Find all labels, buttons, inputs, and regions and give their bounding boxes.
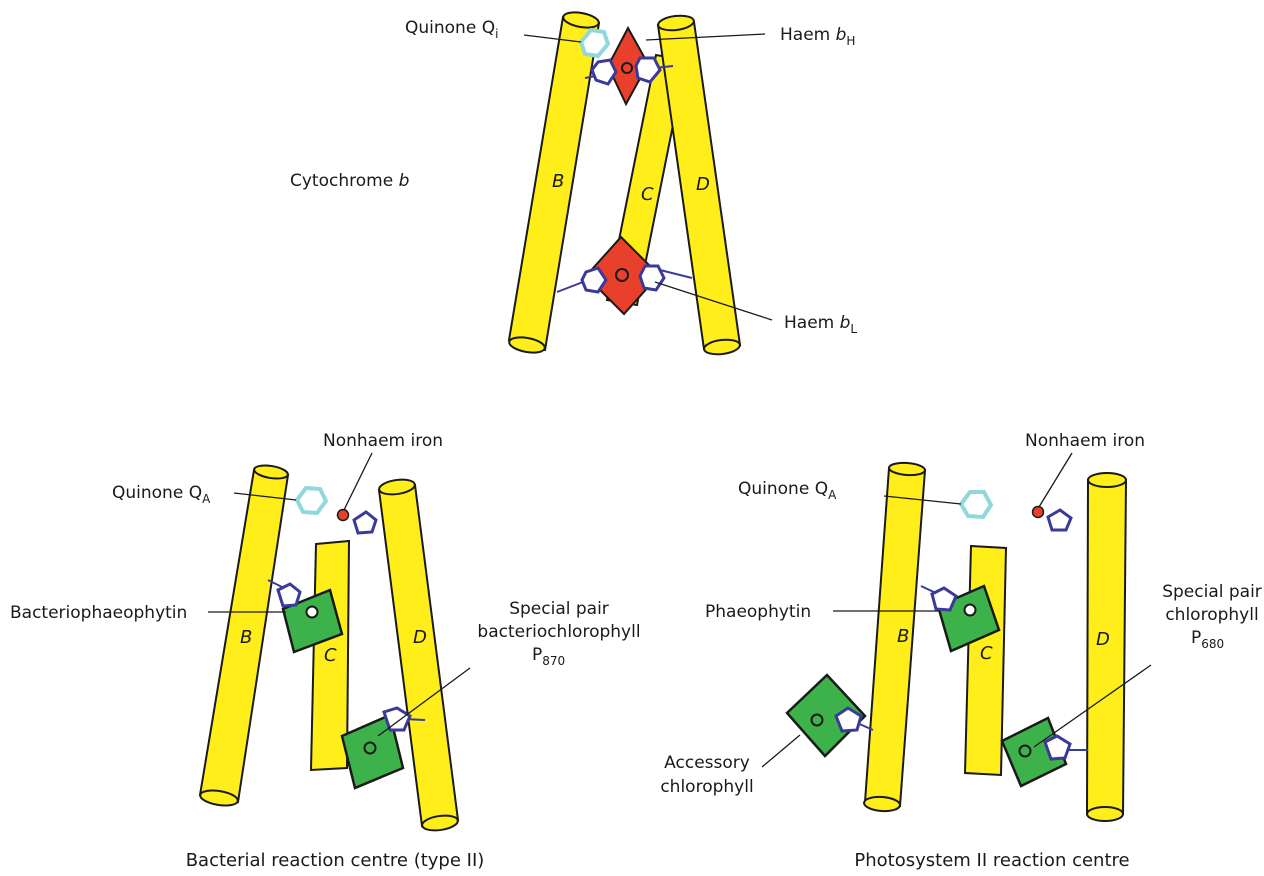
helix-c-label-bacterial: C xyxy=(324,645,337,666)
bacterial-reaction-centre-caption: Bacterial reaction centre (type II) xyxy=(186,850,485,871)
helix-b-label-bacterial: B xyxy=(240,627,252,648)
haem-bh-label: Haem bH xyxy=(780,25,855,48)
haem-bl xyxy=(557,237,692,314)
nonhaem-iron-bacterial xyxy=(338,510,377,534)
accessory-chlorophyll xyxy=(787,675,873,756)
nonhaem-iron-label-psii: Nonhaem iron xyxy=(1025,431,1145,451)
leader-nonhaem-iron-psii xyxy=(1039,453,1072,507)
special-pair-label-line2-psii: chlorophyll xyxy=(1165,605,1258,625)
cytochrome-b-title: Cytochrome b xyxy=(290,171,409,191)
helix-d-bacterial xyxy=(378,478,459,833)
accessory-label-line2: chlorophyll xyxy=(660,777,753,797)
photosystem-ii-caption: Photosystem II reaction centre xyxy=(854,850,1129,871)
helix-b-label-cytb: B xyxy=(552,171,564,192)
special-pair-label-line1-bacterial: Special pair xyxy=(509,599,609,619)
quinone-qa-bacterial xyxy=(297,488,326,513)
helix-d-label-psii: D xyxy=(1096,629,1110,650)
phaeophytin-label: Phaeophytin xyxy=(705,602,811,622)
helix-d-label-cytb: D xyxy=(696,174,710,195)
bacterial-reaction-centre-panel: B C D xyxy=(10,431,641,871)
helix-c-label-psii: C xyxy=(980,643,993,664)
special-pair-p870-label: P870 xyxy=(532,645,565,668)
leader-nonhaem-iron-bacterial xyxy=(344,453,372,510)
helix-b-psii xyxy=(864,462,926,812)
quinone-qa-label-psii: Quinone QA xyxy=(738,479,837,502)
haem-bl-label: Haem bL xyxy=(784,313,857,336)
helix-d-label-bacterial: D xyxy=(413,627,427,648)
quinone-qa-psii xyxy=(961,492,991,517)
accessory-label-line1: Accessory xyxy=(664,753,750,773)
special-pair-label-line1-psii: Special pair xyxy=(1162,582,1262,602)
cytochrome-b-panel: B C D xyxy=(290,10,857,356)
helix-c-label-cytb: C xyxy=(641,184,654,205)
special-pair-psii xyxy=(1002,718,1088,786)
special-pair-p680-label: P680 xyxy=(1191,628,1224,651)
nonhaem-iron-label-bacterial: Nonhaem iron xyxy=(323,431,443,451)
photosystem-ii-panel: B C D xyxy=(660,431,1261,871)
leader-accessory-chlorophyll xyxy=(762,735,800,767)
helix-b-label-psii: B xyxy=(897,626,909,647)
bacteriophaeophytin-label: Bacteriophaeophytin xyxy=(10,603,187,623)
quinone-qa-label-bacterial: Quinone QA xyxy=(112,483,211,506)
quinone-qi-label: Quinone Qi xyxy=(405,18,498,41)
special-pair-label-line2-bacterial: bacteriochlorophyll xyxy=(477,622,640,642)
nonhaem-iron-psii xyxy=(1033,507,1072,531)
